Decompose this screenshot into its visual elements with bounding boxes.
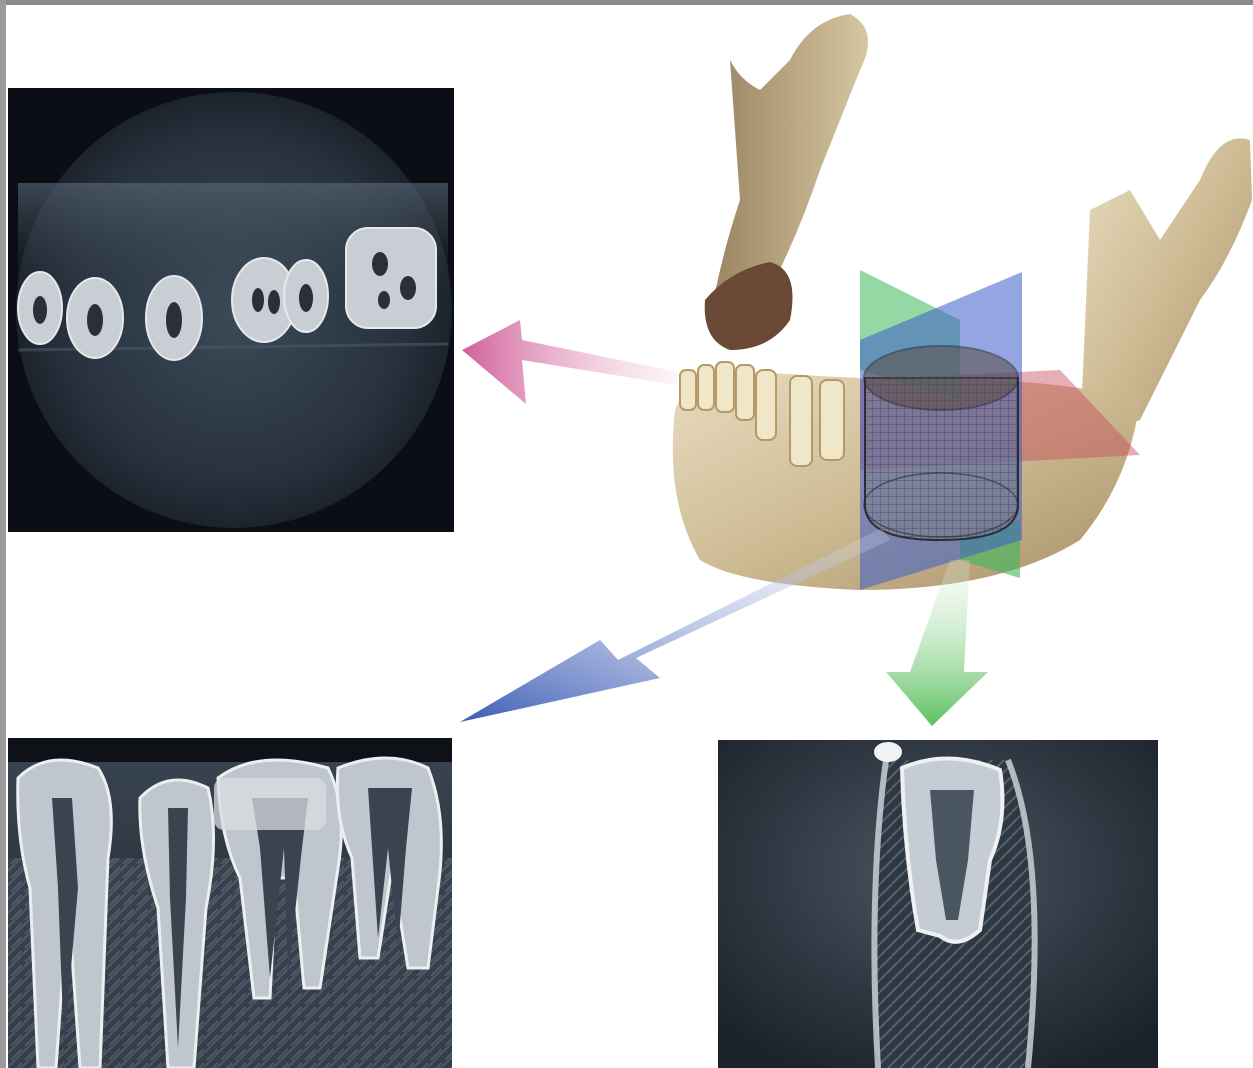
- mandible-3d-model: [440, 0, 1253, 760]
- sagittal-crown-restoration: [214, 778, 326, 830]
- axial-slice-image: [8, 88, 454, 532]
- sagittal-slice-panel: [8, 738, 452, 1068]
- cylinder-field-of-view: [864, 346, 1018, 540]
- mandible-3d-scene: [440, 0, 1253, 760]
- axial-slice-panel: [8, 88, 454, 532]
- sagittal-slice-image: [8, 738, 452, 1068]
- arrow-to-axial-view: [462, 320, 678, 404]
- cross-sectional-slice-image: [718, 740, 1158, 1068]
- frame-left-border: [0, 0, 6, 1068]
- cross-sectional-slice-panel: [718, 740, 1158, 1068]
- mandible-fragment: [705, 262, 793, 350]
- arrow-to-sagittal-view: [460, 528, 890, 722]
